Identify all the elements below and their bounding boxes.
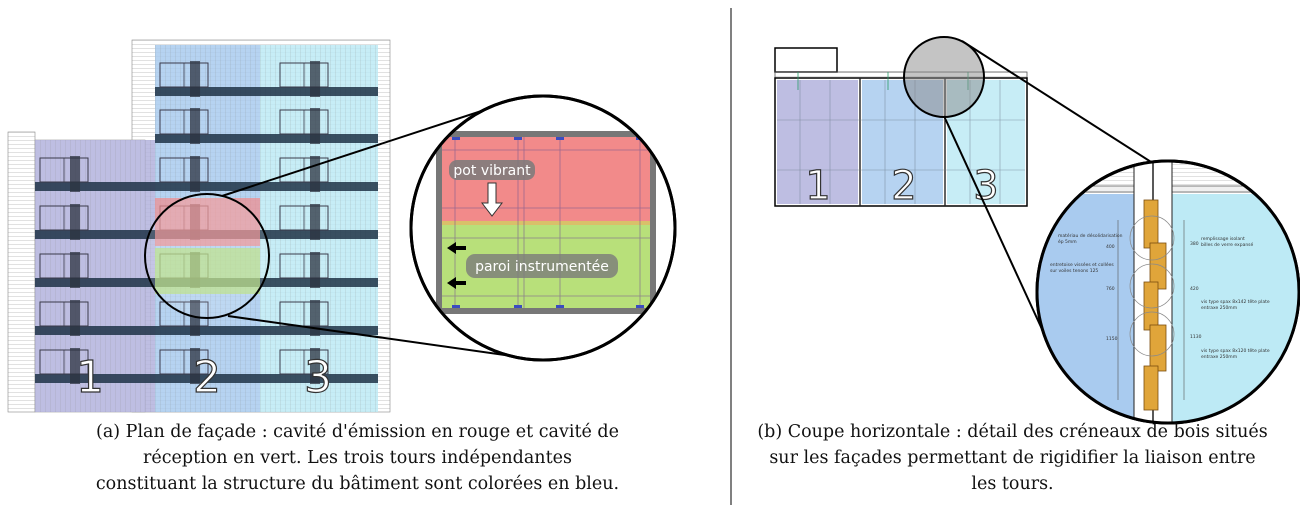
wood-joint-detail-zoom: matériau de désolidarisation ép 5mm entr… xyxy=(1035,159,1300,425)
tower-number: 2 xyxy=(193,352,221,403)
svg-text:400: 400 xyxy=(1106,244,1115,250)
svg-text:sur voiles tenons 125: sur voiles tenons 125 xyxy=(1050,268,1098,274)
instrumented-wall-label: paroi instrumentée xyxy=(475,259,609,275)
facade-elevation: 1 2 3 xyxy=(7,39,391,413)
reception-cavity-zone xyxy=(155,248,260,294)
svg-text:entretoise vissées et collées: entretoise vissées et collées xyxy=(1050,261,1114,268)
tower-number: 1 xyxy=(76,352,104,403)
zoom-connector-line xyxy=(221,96,525,197)
measurement-arrow-icon xyxy=(447,242,466,254)
svg-text:vis type spax 8x120 tête plate: vis type spax 8x120 tête plate xyxy=(1201,347,1270,354)
caption-b: (b) Coupe horizontale : détail des créne… xyxy=(757,422,1268,494)
tower-number: 3 xyxy=(304,352,332,403)
svg-text:1130: 1130 xyxy=(1190,334,1202,340)
svg-text:vis type spax 8x142 tête plate: vis type spax 8x142 tête plate xyxy=(1201,298,1270,305)
tower-number: 1 xyxy=(805,163,830,209)
svg-text:420: 420 xyxy=(1190,286,1199,292)
shaker-arrow-icon xyxy=(480,182,504,217)
svg-text:ép 5mm: ép 5mm xyxy=(1058,238,1077,245)
svg-text:matériau de désolidarisation: matériau de désolidarisation xyxy=(1058,232,1123,239)
svg-text:380: 380 xyxy=(1190,241,1199,247)
svg-text:remplissage isolant: remplissage isolant xyxy=(1201,236,1245,242)
facade-zoom-circle xyxy=(144,193,270,319)
svg-text:1150: 1150 xyxy=(1106,336,1118,342)
caption-a: (a) Plan de façade : cavité d'émission e… xyxy=(95,422,620,494)
tower-number: 2 xyxy=(891,163,916,209)
tower-2-detail xyxy=(1037,194,1134,423)
tower-3-detail xyxy=(1172,194,1299,423)
facade-detail-zoom: pot vibrant paroi instrumentée xyxy=(409,94,677,362)
svg-text:billes de verre expansé: billes de verre expansé xyxy=(1201,241,1254,248)
horizontal-section: 1 2 3 xyxy=(774,36,1028,210)
svg-text:entraxe 250mm: entraxe 250mm xyxy=(1201,354,1237,360)
svg-text:760: 760 xyxy=(1106,286,1115,292)
zoom-connector-line xyxy=(227,315,513,357)
svg-text:entraxe 250mm: entraxe 250mm xyxy=(1201,305,1237,311)
section-zoom-circle xyxy=(903,36,985,118)
tower-1-section xyxy=(777,80,858,204)
measurement-arrow-icon xyxy=(447,277,466,289)
shaker-label: pot vibrant xyxy=(453,163,531,179)
tower-number: 3 xyxy=(973,163,998,209)
zoom-connector-line xyxy=(943,115,1059,365)
wood-crenellations xyxy=(1143,199,1167,411)
